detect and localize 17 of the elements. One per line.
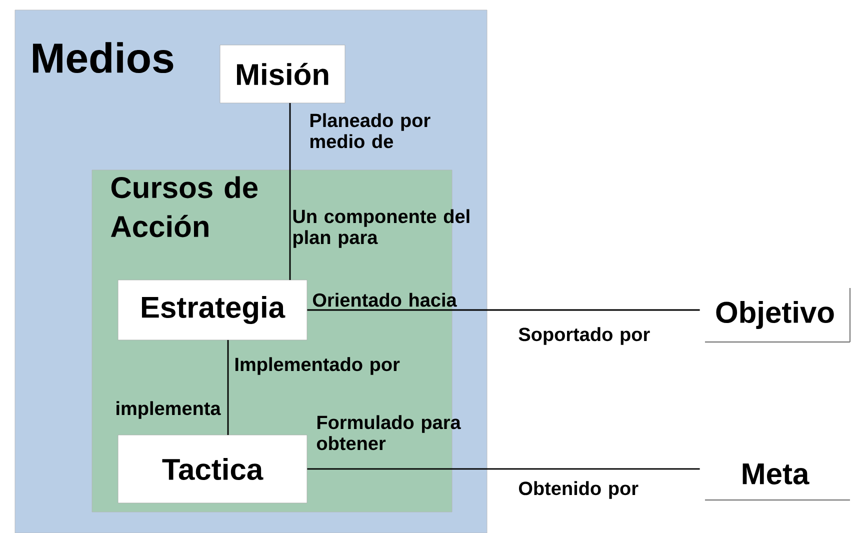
relation-label: Soportado por [518, 327, 650, 345]
term-box: Objetivo [700, 288, 851, 343]
relation-label: Obtenido por [518, 481, 638, 499]
edge-label: Implementado por [235, 357, 400, 375]
connector-line [307, 468, 700, 470]
connector-line [307, 309, 700, 311]
relation-label: Un componente del plan para [293, 209, 470, 248]
relation-label: implementa [116, 401, 221, 419]
connector-line [227, 340, 229, 435]
edge-label: Planeado por medio de [310, 113, 430, 148]
edge-label: Formulado para obtener [316, 415, 461, 450]
term-box: Meta [700, 448, 850, 501]
concept-box: Estrategia [118, 280, 308, 340]
concept-box: Misión [220, 44, 346, 104]
concept-box: Tactica [118, 434, 308, 504]
connector-line [289, 103, 291, 280]
edge-label: Orientado hacia [313, 292, 457, 307]
